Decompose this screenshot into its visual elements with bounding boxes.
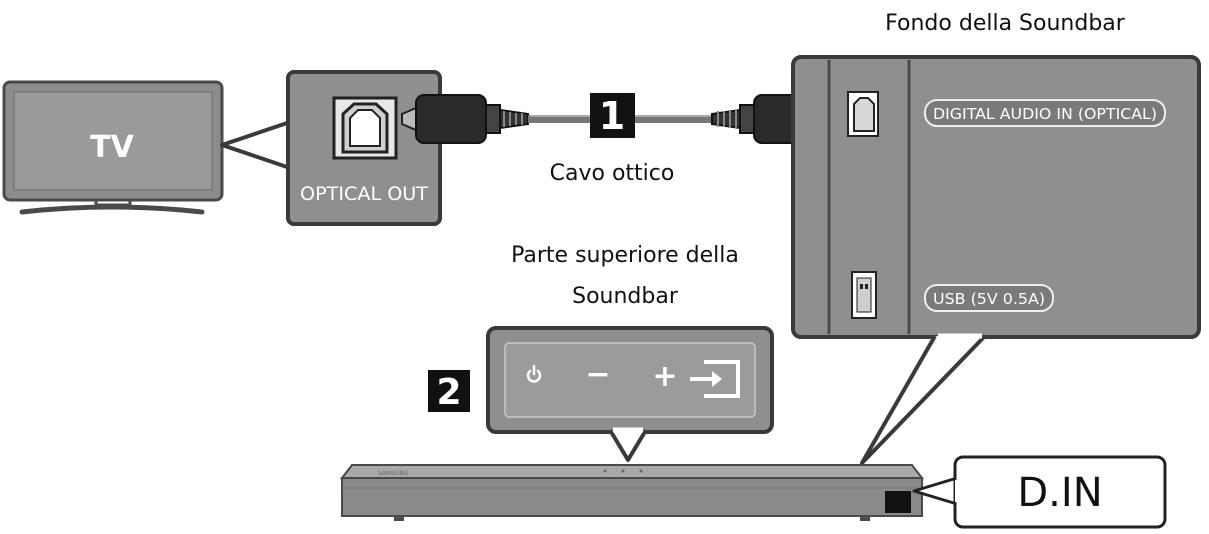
top-panel-title-line2: Soundbar <box>572 284 679 309</box>
tv-label: TV <box>90 130 134 165</box>
step-1-badge <box>590 93 635 138</box>
step-2-badge <box>428 370 470 412</box>
usb-port-icon <box>851 271 877 319</box>
bottom-panel-title: Fondo della Soundbar <box>885 11 1126 36</box>
power-icon <box>526 364 542 383</box>
bottom-panel-callout: DIGITAL AUDIO IN (OPTICAL) USB (5V 0.5A) <box>791 55 1201 339</box>
optical-cable: 1 Cavo ottico <box>401 93 831 186</box>
top-panel-title-line1: Parte superiore della <box>511 243 739 268</box>
digital-audio-in-port-icon <box>847 91 879 137</box>
digital-audio-in-label: DIGITAL AUDIO IN (OPTICAL) <box>933 105 1157 123</box>
optical-out-callout: OPTICAL OUT <box>286 70 442 226</box>
tv: TV <box>2 80 224 215</box>
step-2-label: 2 <box>436 372 461 413</box>
soundbar-display <box>885 491 911 513</box>
usb-label: USB (5V 0.5A) <box>933 290 1045 308</box>
tv-stand <box>19 204 205 215</box>
soundbar-brand: SAMSUNG <box>378 470 409 477</box>
cable-plug-left <box>415 94 487 144</box>
optical-port-icon <box>332 96 398 160</box>
display-label: D.IN <box>1017 470 1102 516</box>
optical-out-label: OPTICAL OUT <box>300 183 428 205</box>
top-panel-callout: − + <box>486 326 774 434</box>
cable-label: Cavo ottico <box>550 161 675 186</box>
soundbar: SAMSUNG <box>339 464 925 521</box>
volume-plus-icon: + <box>652 359 677 394</box>
source-input-icon <box>690 360 740 398</box>
step-1-label: 1 <box>599 94 625 138</box>
volume-minus-icon: − <box>585 357 610 392</box>
